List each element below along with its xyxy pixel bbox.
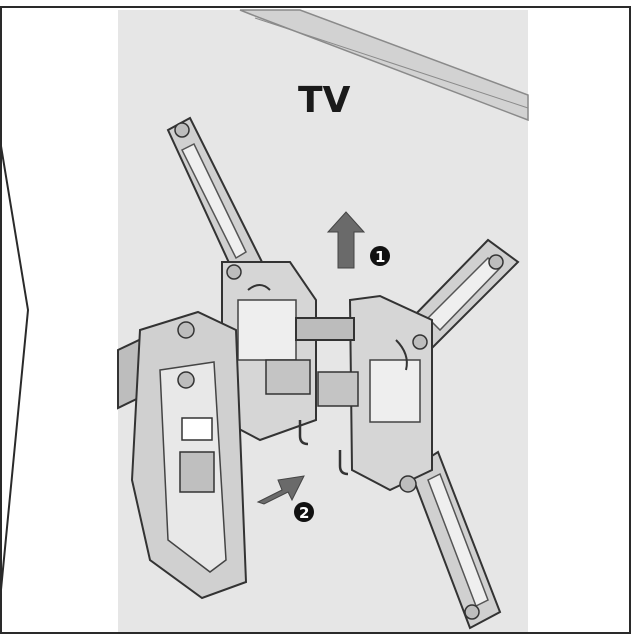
- step1-number: 1: [375, 248, 385, 266]
- wall-arm-plate: [130, 310, 248, 600]
- center-crossbar: [295, 317, 355, 341]
- upper-right-arm: [408, 238, 520, 350]
- right-tv-bracket: [317, 294, 433, 493]
- left-chevron-divider: [0, 139, 30, 601]
- step2-arrow-icon: [256, 475, 305, 505]
- hook-right: [338, 450, 349, 476]
- hook-left: [298, 420, 309, 446]
- tv-label: TV: [298, 80, 351, 121]
- tv-edge-line: [254, 17, 529, 109]
- step2-number: 2: [299, 504, 309, 522]
- step1-arrow-icon: [326, 211, 366, 269]
- left-tv-bracket: [221, 261, 317, 442]
- step1-badge: [370, 246, 390, 266]
- step2-badge: [294, 502, 314, 522]
